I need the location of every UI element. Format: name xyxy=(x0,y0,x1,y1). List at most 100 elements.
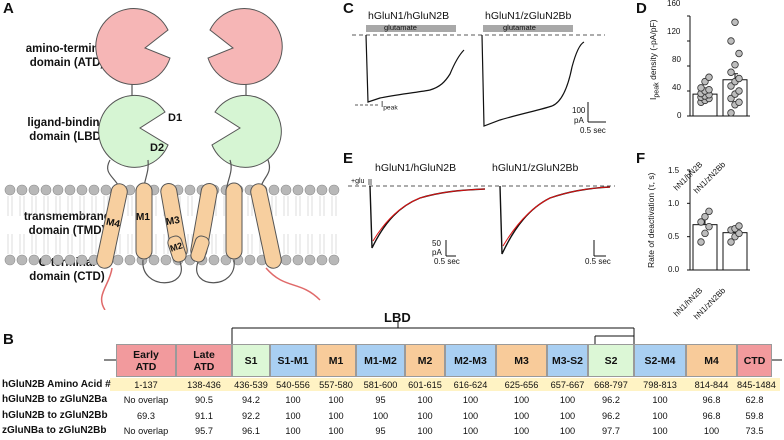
d2-label: D2 xyxy=(150,142,165,154)
panel-label-d: D xyxy=(636,0,647,17)
chart-d xyxy=(687,15,750,117)
c-scale-y: 100 xyxy=(572,106,586,115)
e-scale-y: 50 xyxy=(432,239,441,248)
segment-m4: M4 xyxy=(686,344,737,377)
cell-amino-acid-10: 657-667 xyxy=(550,380,585,390)
cell-amino-acid-12: 798-813 xyxy=(643,380,677,390)
segment-s1-m1: S1-M1 xyxy=(270,344,316,377)
f-data-point xyxy=(697,218,705,226)
panel-e-traces xyxy=(348,179,615,257)
helix-m2-left xyxy=(167,235,187,263)
d-ytick-40: 40 xyxy=(672,83,681,92)
lbd-bracket-label: LBD xyxy=(384,310,411,325)
panel-c-traces xyxy=(352,25,606,127)
cell-identity-12: 100 xyxy=(652,395,668,405)
lbd-label-line1: ligand-binding xyxy=(27,117,107,129)
cell-amino-acid-9: 625-656 xyxy=(504,380,539,390)
e-scale-y-unit: pA xyxy=(432,248,442,257)
cell-amino-acid-13: 814-844 xyxy=(694,380,729,390)
d-data-point xyxy=(735,98,743,106)
d-data-point xyxy=(735,49,743,58)
segment-s1: S1 xyxy=(232,344,270,377)
lbd-label-line2: domain (LBD) xyxy=(29,131,105,143)
cell-identity-10: 100 xyxy=(559,411,576,421)
panel-label-b: B xyxy=(3,331,14,348)
cell-identity-1: No overlap xyxy=(123,395,169,405)
tmd-label-line1: transmembrane xyxy=(23,211,111,223)
cell-amino-acid-2: 138-436 xyxy=(187,380,221,390)
f-bar-1 xyxy=(692,224,718,271)
cell-identity-8: 100 xyxy=(462,395,479,405)
segment-s2-m4: S2-M4 xyxy=(634,344,686,377)
cell-identity-5: 100 xyxy=(328,426,344,436)
d-ytick-80: 80 xyxy=(672,55,681,64)
helix-m1-right xyxy=(225,182,243,260)
amino-acid-row-background xyxy=(110,378,780,391)
cell-identity-10: 100 xyxy=(559,426,576,436)
row-header-amino-acid: hGluN2B Amino Acid # xyxy=(2,379,111,390)
c-glutamate-label-right: glutamate xyxy=(503,23,536,32)
d-data-point xyxy=(705,73,713,81)
d-bar-2 xyxy=(722,79,748,117)
m1-label: M1 xyxy=(136,212,150,223)
ctd-label-line2: domain (CTD) xyxy=(29,271,105,283)
panel-label-f: F xyxy=(636,150,646,167)
segment-m2: M2 xyxy=(405,344,445,377)
f-data-point xyxy=(701,229,709,238)
c-scale-y-unit: pA xyxy=(574,116,584,125)
lbd-label: ligand-binding domain (LBD) xyxy=(2,116,132,144)
f-data-point xyxy=(705,222,713,231)
segment-m3-s2: M3-S2 xyxy=(547,344,588,377)
cell-amino-acid-3: 436-539 xyxy=(234,380,268,390)
cell-amino-acid-4: 540-556 xyxy=(276,380,310,390)
row-header-2ba-vs-2bb: zGluNBa to zGluN2Bb xyxy=(2,425,107,436)
panel-label-a: A xyxy=(3,0,14,17)
f-ytick-2: 1.0 xyxy=(668,199,680,208)
f-data-point xyxy=(701,212,709,221)
f-data-point xyxy=(705,207,713,216)
cell-identity-14: 73.5 xyxy=(745,426,764,436)
cell-amino-acid-11: 668-797 xyxy=(594,380,628,390)
panel-label-c: C xyxy=(343,0,354,17)
segment-m3: M3 xyxy=(496,344,547,377)
cell-identity-3: 96.1 xyxy=(242,426,260,436)
ctd-tail-right xyxy=(265,267,321,301)
cell-identity-12: 100 xyxy=(652,411,668,421)
d1-label: D1 xyxy=(168,112,183,124)
f-ytick-1: 0.5 xyxy=(668,232,680,241)
cell-identity-13: 100 xyxy=(703,426,720,436)
cell-amino-acid-14: 845-1484 xyxy=(737,380,776,390)
cell-identity-6: 95 xyxy=(375,426,386,436)
f-data-point xyxy=(735,229,743,238)
cell-identity-6: 95 xyxy=(375,395,386,405)
cell-identity-14: 62.8 xyxy=(745,395,764,405)
cell-identity-4: 100 xyxy=(285,395,301,405)
cell-identity-8: 100 xyxy=(462,426,479,436)
chart-f xyxy=(687,169,750,271)
d-data-point xyxy=(697,84,705,92)
cell-identity-7: 100 xyxy=(417,395,433,405)
d-data-point xyxy=(735,74,743,83)
cell-identity-5: 100 xyxy=(328,411,344,421)
f-data-point xyxy=(727,238,735,246)
atd-left-shape xyxy=(95,8,171,85)
c-glutamate-label-left: glutamate xyxy=(384,23,417,32)
glutamate-bar-right xyxy=(483,25,573,32)
e-fit-left xyxy=(372,188,486,242)
e-scale-x-left: 0.5 sec xyxy=(434,257,460,266)
c-ipeak-sub: peak xyxy=(383,104,398,112)
atd-label: amino-terminal domain (ATD) xyxy=(2,42,132,70)
cell-identity-4: 100 xyxy=(285,411,301,421)
c-scale-x: 0.5 sec xyxy=(580,126,606,135)
c-title-right: hGluN1/zGluN2Bb xyxy=(485,10,572,22)
cell-identity-7: 100 xyxy=(417,426,433,436)
cell-identity-11: 96.2 xyxy=(602,395,620,405)
cell-identity-5: 100 xyxy=(328,395,344,405)
c-title-left: hGluN1/hGluN2B xyxy=(368,10,450,22)
segment-m1: M1 xyxy=(316,344,356,377)
c-ipeak-label: Ipeak xyxy=(381,100,398,112)
d-ytick-160: 160 xyxy=(667,0,681,8)
d-ytick-0: 0 xyxy=(677,111,682,120)
cell-identity-7: 100 xyxy=(417,411,433,421)
